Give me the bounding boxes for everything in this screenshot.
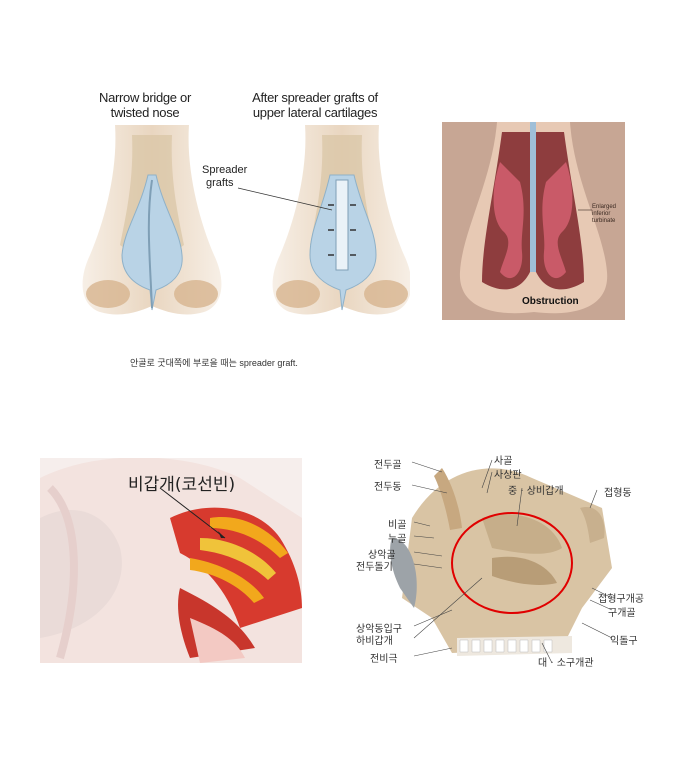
turbinate-middle: [200, 538, 276, 580]
turbinate-lower: [190, 558, 264, 603]
lateral-svg: [390, 459, 613, 664]
label-nasal-bone: 비골: [388, 520, 407, 531]
nose-right: [272, 125, 410, 315]
label-frontal-process: 전두돌기: [356, 562, 393, 573]
middle-turbinate: [482, 514, 562, 554]
left-title: Narrow bridge or twisted nose: [98, 90, 191, 120]
right-title: After spreader grafts of upper lateral c…: [252, 90, 378, 120]
label-incisive-canal: 대 · 소구개관: [538, 658, 594, 669]
nostril-left-a: [86, 280, 130, 308]
label-lacrimal: 누골: [388, 534, 407, 545]
label-palatine: 구개골: [608, 608, 636, 619]
nose-left: [82, 125, 222, 315]
label-anterior-nasal-spine: 전비극: [370, 654, 398, 665]
sagittal-section-illustration: 비갑개(코선빈): [40, 458, 302, 663]
turbinate-annotation: Enlarged inferior turbinate: [592, 204, 617, 224]
turbinate-left: [493, 162, 524, 279]
frontal-bone: [434, 468, 462, 530]
label-sphenopalatine-foramen: 접형구개공: [598, 594, 644, 605]
nostril-left-b: [174, 280, 218, 308]
label-frontal-sinus: 전두동: [374, 482, 402, 493]
spreader-graft-strip: [335, 179, 349, 271]
label-cribriform: 사상판: [494, 470, 522, 481]
spreader-label: Spreader grafts: [202, 164, 248, 189]
leader-lines: [411, 459, 613, 664]
turbinate-title: 비갑개(코선빈): [128, 475, 236, 495]
lateral-wall-diagram: 전두골 전두동 사골 사상판 중 · 상비갑개 접형동 비골 누골 상악골 전두…: [342, 448, 662, 678]
inferior-turbinate: [492, 556, 557, 586]
label-maxillary-opening: 상악동입구: [356, 624, 402, 635]
turbinate-right: [542, 162, 573, 279]
label-maxilla: 상악골: [368, 550, 396, 561]
label-frontal-bone: 전두골: [374, 460, 402, 471]
spreader-caption: 안골로 굿대쪽에 부로을 때는 spreader graft.: [130, 358, 298, 368]
label-ethmoid: 사골: [494, 456, 513, 467]
label-mid-sup-turbinate: 중 · 상비갑개: [508, 486, 564, 497]
cartilage-left: [121, 174, 183, 311]
septum: [530, 122, 536, 272]
label-sphenoid-sinus: 접형동: [604, 488, 632, 499]
obstruction-illustration: Enlarged inferior turbinate Obstruction: [442, 122, 625, 320]
turbinate-upper: [210, 517, 288, 558]
title-pointer: [159, 487, 226, 539]
spreader-graft-svg: [82, 125, 410, 315]
label-inferior-turbinate: 하비갑개: [356, 636, 393, 647]
label-pterygoid: 익돌구: [610, 636, 638, 647]
nasal-cavity-opening: [390, 538, 417, 608]
sagittal-svg: [40, 458, 302, 663]
obstruction-label: Obstruction: [522, 296, 579, 307]
spreader-leader-line: [237, 187, 333, 211]
obstruction-svg: [442, 122, 625, 320]
sphenoid-sinus: [580, 507, 605, 543]
highlight-circle: [451, 512, 573, 614]
spreader-graft-illustration: Narrow bridge or twisted nose After spre…: [60, 80, 410, 380]
